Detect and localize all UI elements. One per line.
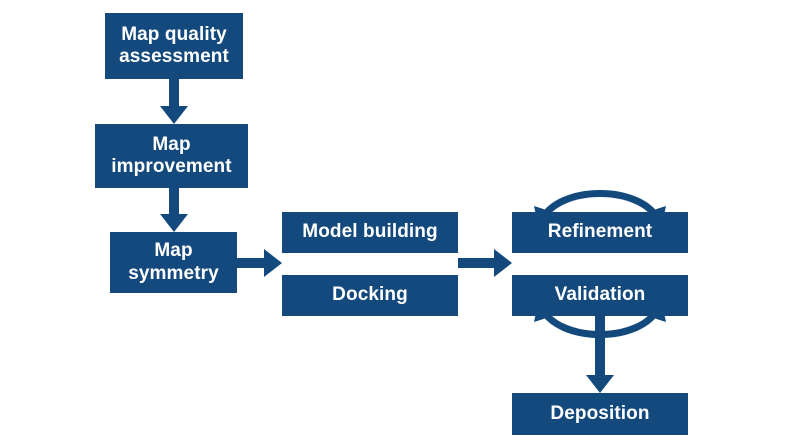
node-refinement[interactable]: Refinement (512, 212, 688, 253)
arrow-quality-to-improvement (160, 79, 188, 124)
node-label-map-symmetry: Map symmetry (128, 240, 219, 284)
node-label-refinement: Refinement (547, 221, 653, 243)
arrow-validation-to-deposition (586, 316, 614, 393)
node-label-validation: Validation (554, 284, 646, 306)
node-deposition[interactable]: Deposition (512, 393, 688, 435)
node-label-model-building: Model building (302, 221, 438, 243)
node-map-quality-assessment[interactable]: Map quality assessment (105, 13, 243, 79)
node-docking[interactable]: Docking (282, 275, 458, 316)
node-model-building[interactable]: Model building (282, 212, 458, 253)
node-validation[interactable]: Validation (512, 275, 688, 316)
node-label-map-improvement: Map improvement (111, 133, 232, 177)
node-label-map-quality-assessment: Map quality assessment (119, 23, 229, 67)
arrow-improvement-to-symmetry (160, 188, 188, 232)
node-label-docking: Docking (332, 284, 408, 306)
node-label-deposition: Deposition (550, 402, 650, 424)
node-map-symmetry[interactable]: Map symmetry (110, 232, 237, 293)
arrow-symmetry-to-modeling (237, 249, 282, 277)
node-map-improvement[interactable]: Map improvement (95, 124, 248, 188)
arrow-modeling-to-refinement (458, 249, 512, 277)
